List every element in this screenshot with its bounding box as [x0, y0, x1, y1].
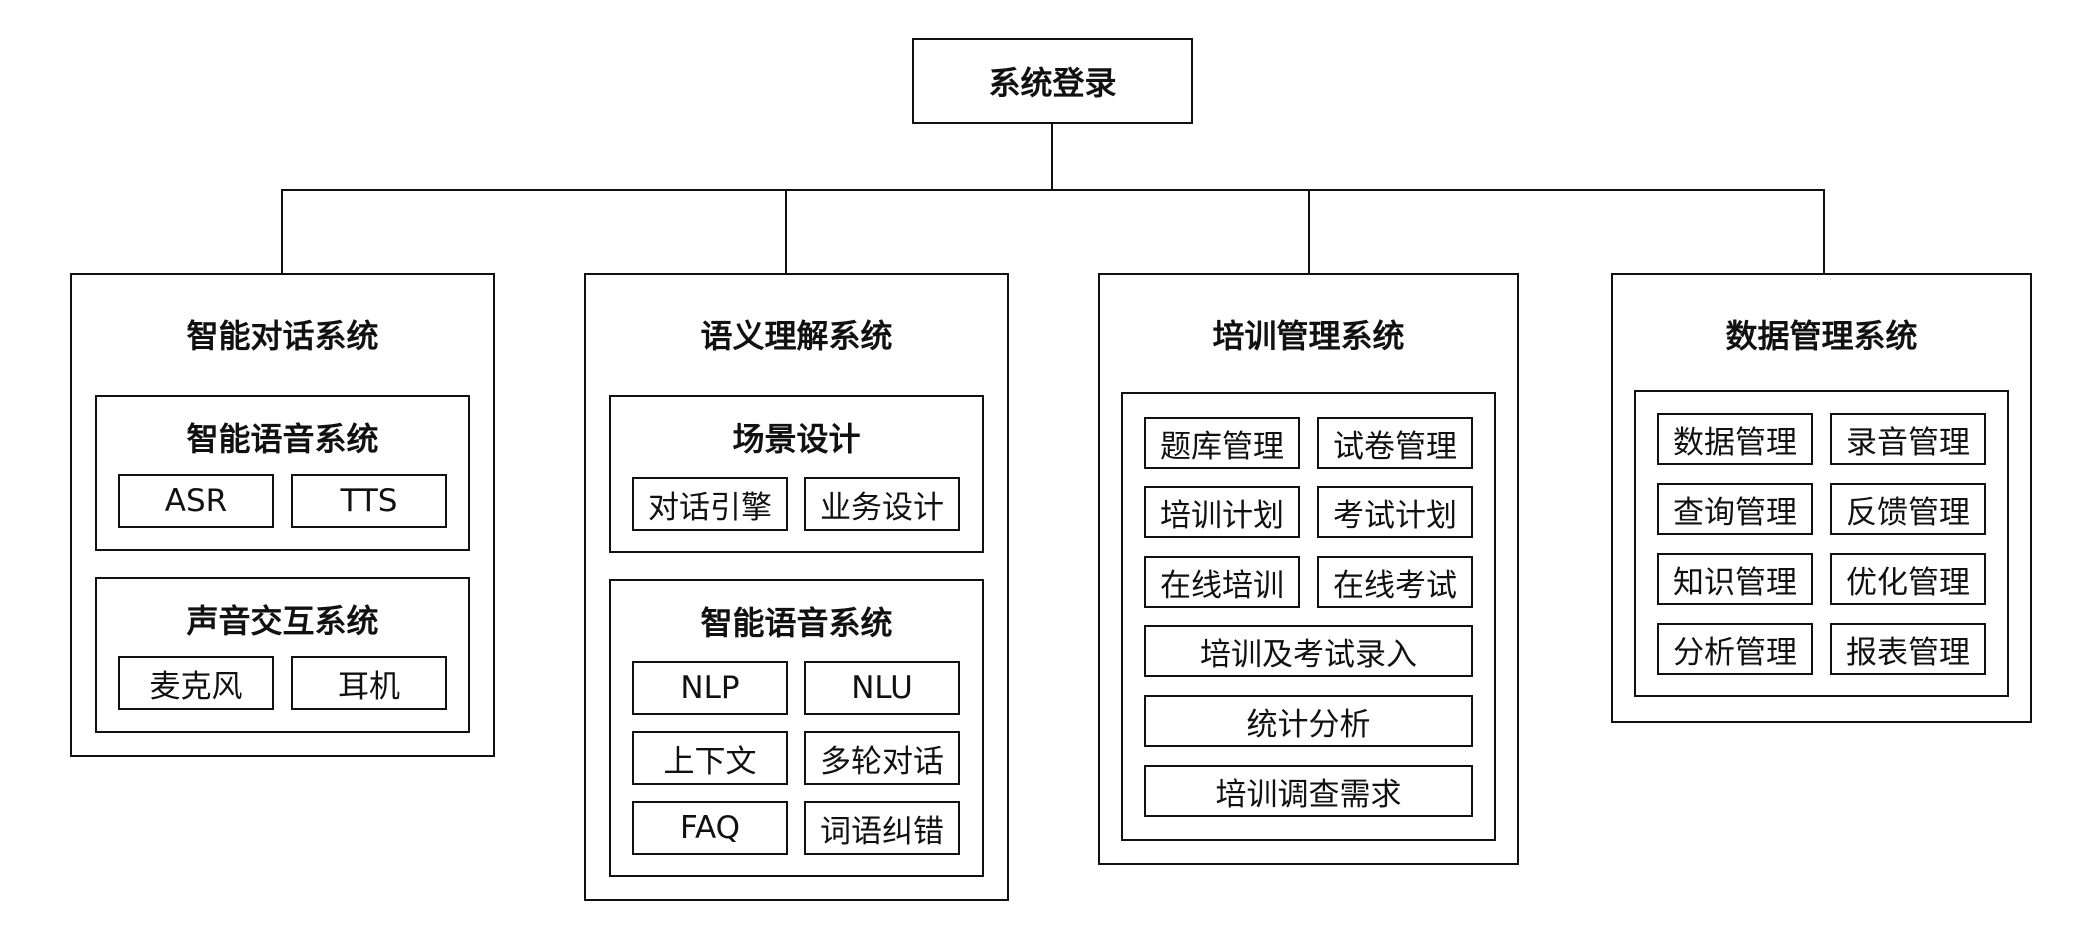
- item-dialog-engine: 对话引擎: [632, 477, 788, 531]
- section-title: 智能语音系统: [186, 420, 379, 458]
- item-exam-plan: 考试计划: [1317, 486, 1473, 538]
- branch-line-1: [281, 189, 283, 273]
- item-training-plan: 培训计划: [1144, 486, 1300, 538]
- root-label: 系统登录: [988, 64, 1117, 102]
- column-title-3: 培训管理系统: [1212, 317, 1405, 355]
- column-title-1: 智能对话系统: [186, 317, 379, 355]
- item-optimization-management: 优化管理: [1830, 553, 1986, 605]
- root-node: 系统登录: [912, 38, 1193, 124]
- horizontal-bus-line: [282, 189, 1825, 191]
- item-nlu: NLU: [804, 661, 960, 715]
- item-online-training: 在线培训: [1144, 556, 1300, 608]
- column-title-4: 数据管理系统: [1725, 317, 1918, 355]
- branch-line-4: [1823, 189, 1825, 273]
- item-microphone: 麦克风: [118, 656, 274, 710]
- item-nlp: NLP: [632, 661, 788, 715]
- section-title: 智能语音系统: [700, 604, 893, 642]
- item-word-correction: 词语纠错: [804, 801, 960, 855]
- item-report-management: 报表管理: [1830, 623, 1986, 675]
- item-feedback-management: 反馈管理: [1830, 483, 1986, 535]
- item-online-exam: 在线考试: [1317, 556, 1473, 608]
- item-query-management: 查询管理: [1657, 483, 1813, 535]
- branch-line-2: [785, 189, 787, 273]
- item-statistical-analysis: 统计分析: [1144, 695, 1473, 747]
- section-title: 场景设计: [732, 420, 861, 458]
- item-recording-management: 录音管理: [1830, 413, 1986, 465]
- column-title-2: 语义理解系统: [700, 317, 893, 355]
- item-faq: FAQ: [632, 801, 788, 855]
- item-exam-paper: 试卷管理: [1317, 417, 1473, 469]
- item-analysis-management: 分析管理: [1657, 623, 1813, 675]
- root-stem-line: [1051, 124, 1053, 191]
- item-data-management: 数据管理: [1657, 413, 1813, 465]
- section-title: 声音交互系统: [186, 602, 379, 640]
- item-knowledge-management: 知识管理: [1657, 553, 1813, 605]
- item-question-bank: 题库管理: [1144, 417, 1300, 469]
- item-training-exam-entry: 培训及考试录入: [1144, 625, 1473, 677]
- item-context: 上下文: [632, 731, 788, 785]
- item-headphones: 耳机: [291, 656, 447, 710]
- item-tts: TTS: [291, 474, 447, 528]
- item-asr: ASR: [118, 474, 274, 528]
- item-business-design: 业务设计: [804, 477, 960, 531]
- item-training-survey: 培训调查需求: [1144, 765, 1473, 817]
- item-multi-turn-dialog: 多轮对话: [804, 731, 960, 785]
- branch-line-3: [1308, 189, 1310, 273]
